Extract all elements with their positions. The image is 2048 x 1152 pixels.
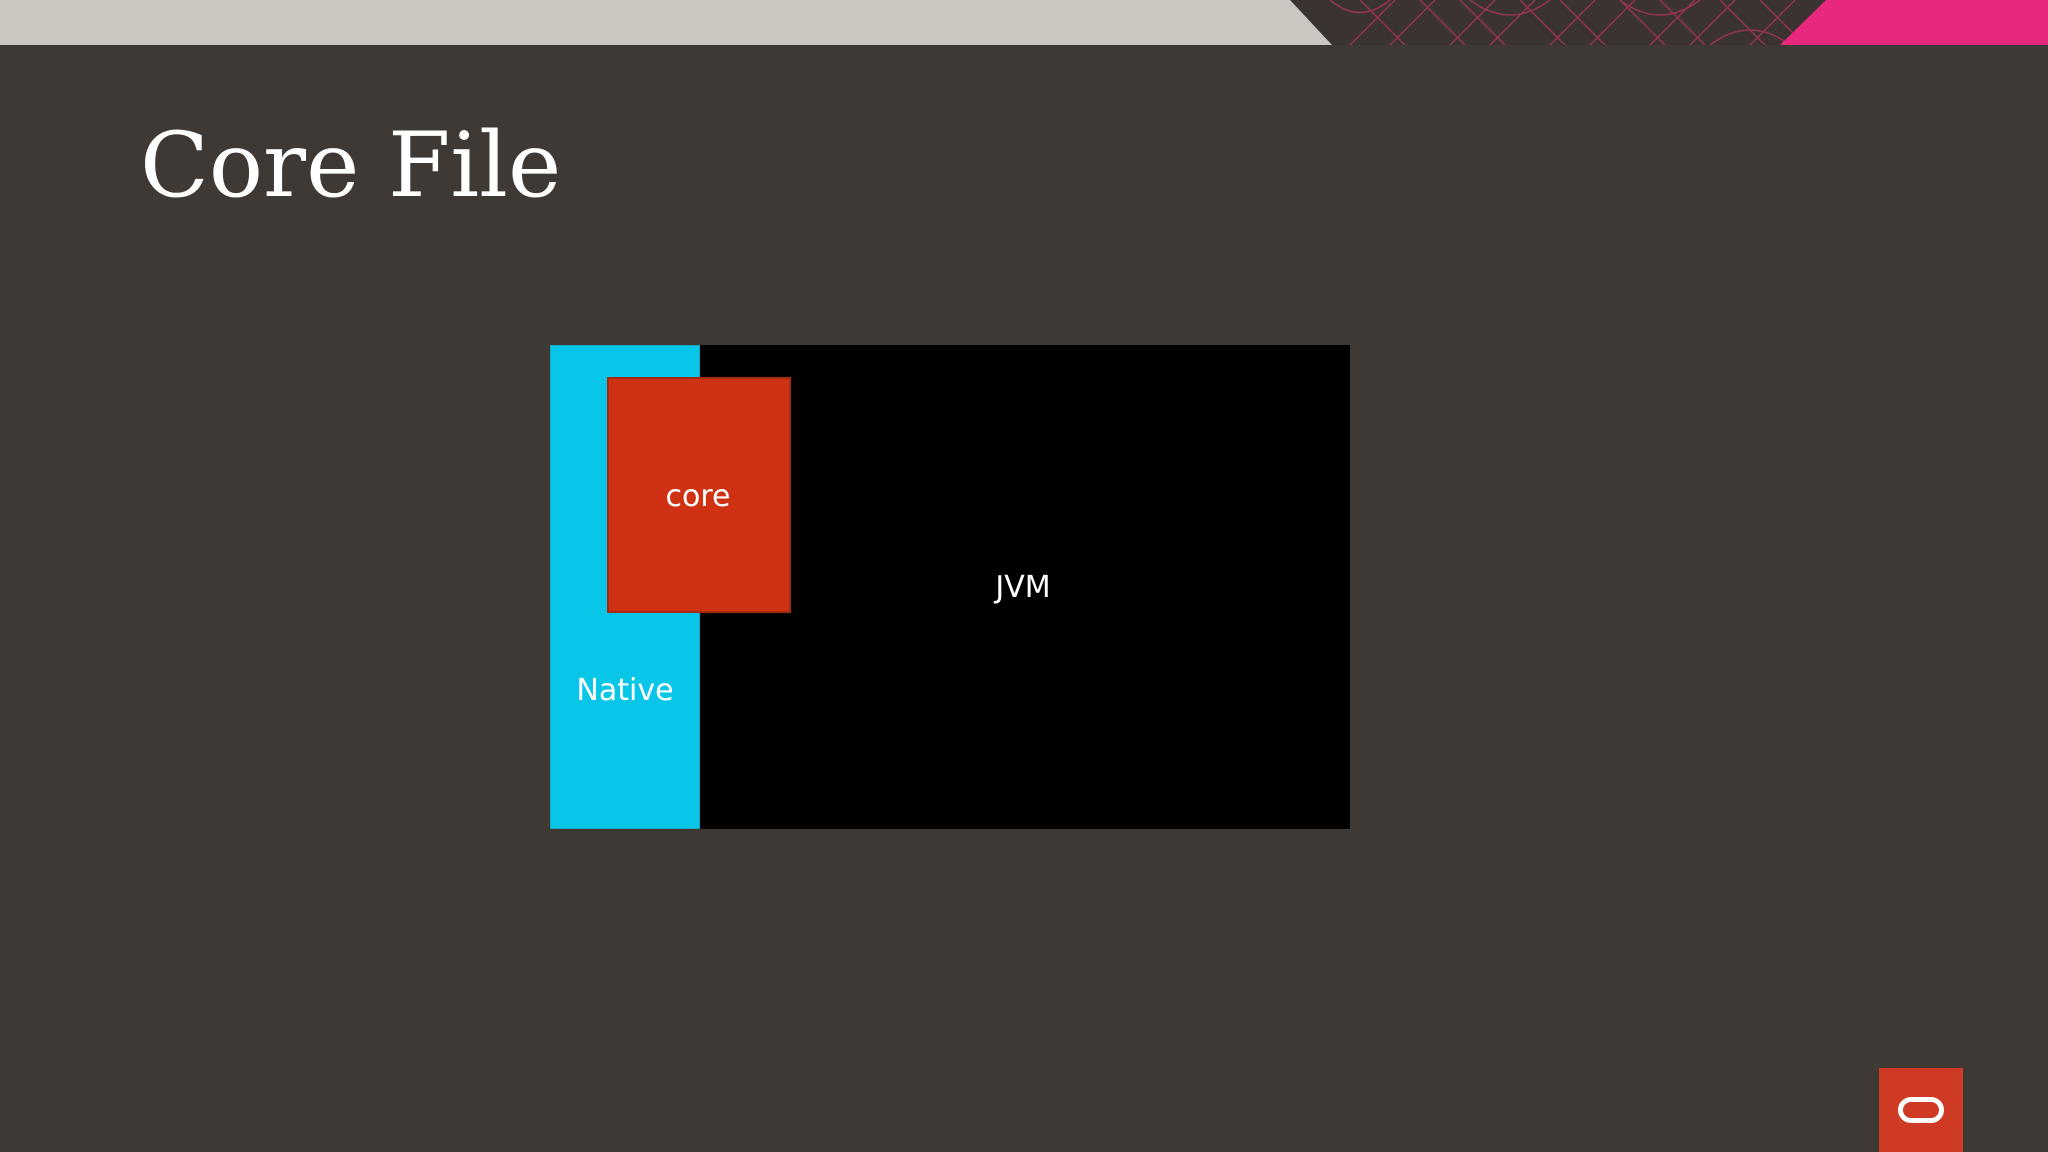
decorative-pattern (1290, 0, 1890, 45)
core-label: core (665, 479, 731, 514)
slide-title: Core File (140, 113, 562, 218)
jvm-label: JVM (995, 570, 1051, 605)
native-label: Native (576, 673, 674, 708)
oracle-logo-icon (1879, 1068, 1963, 1152)
memory-diagram: core JVM Native (550, 345, 1350, 829)
jvm-block (700, 345, 1350, 829)
accent-stripe (1780, 0, 2048, 45)
core-block (607, 377, 791, 613)
